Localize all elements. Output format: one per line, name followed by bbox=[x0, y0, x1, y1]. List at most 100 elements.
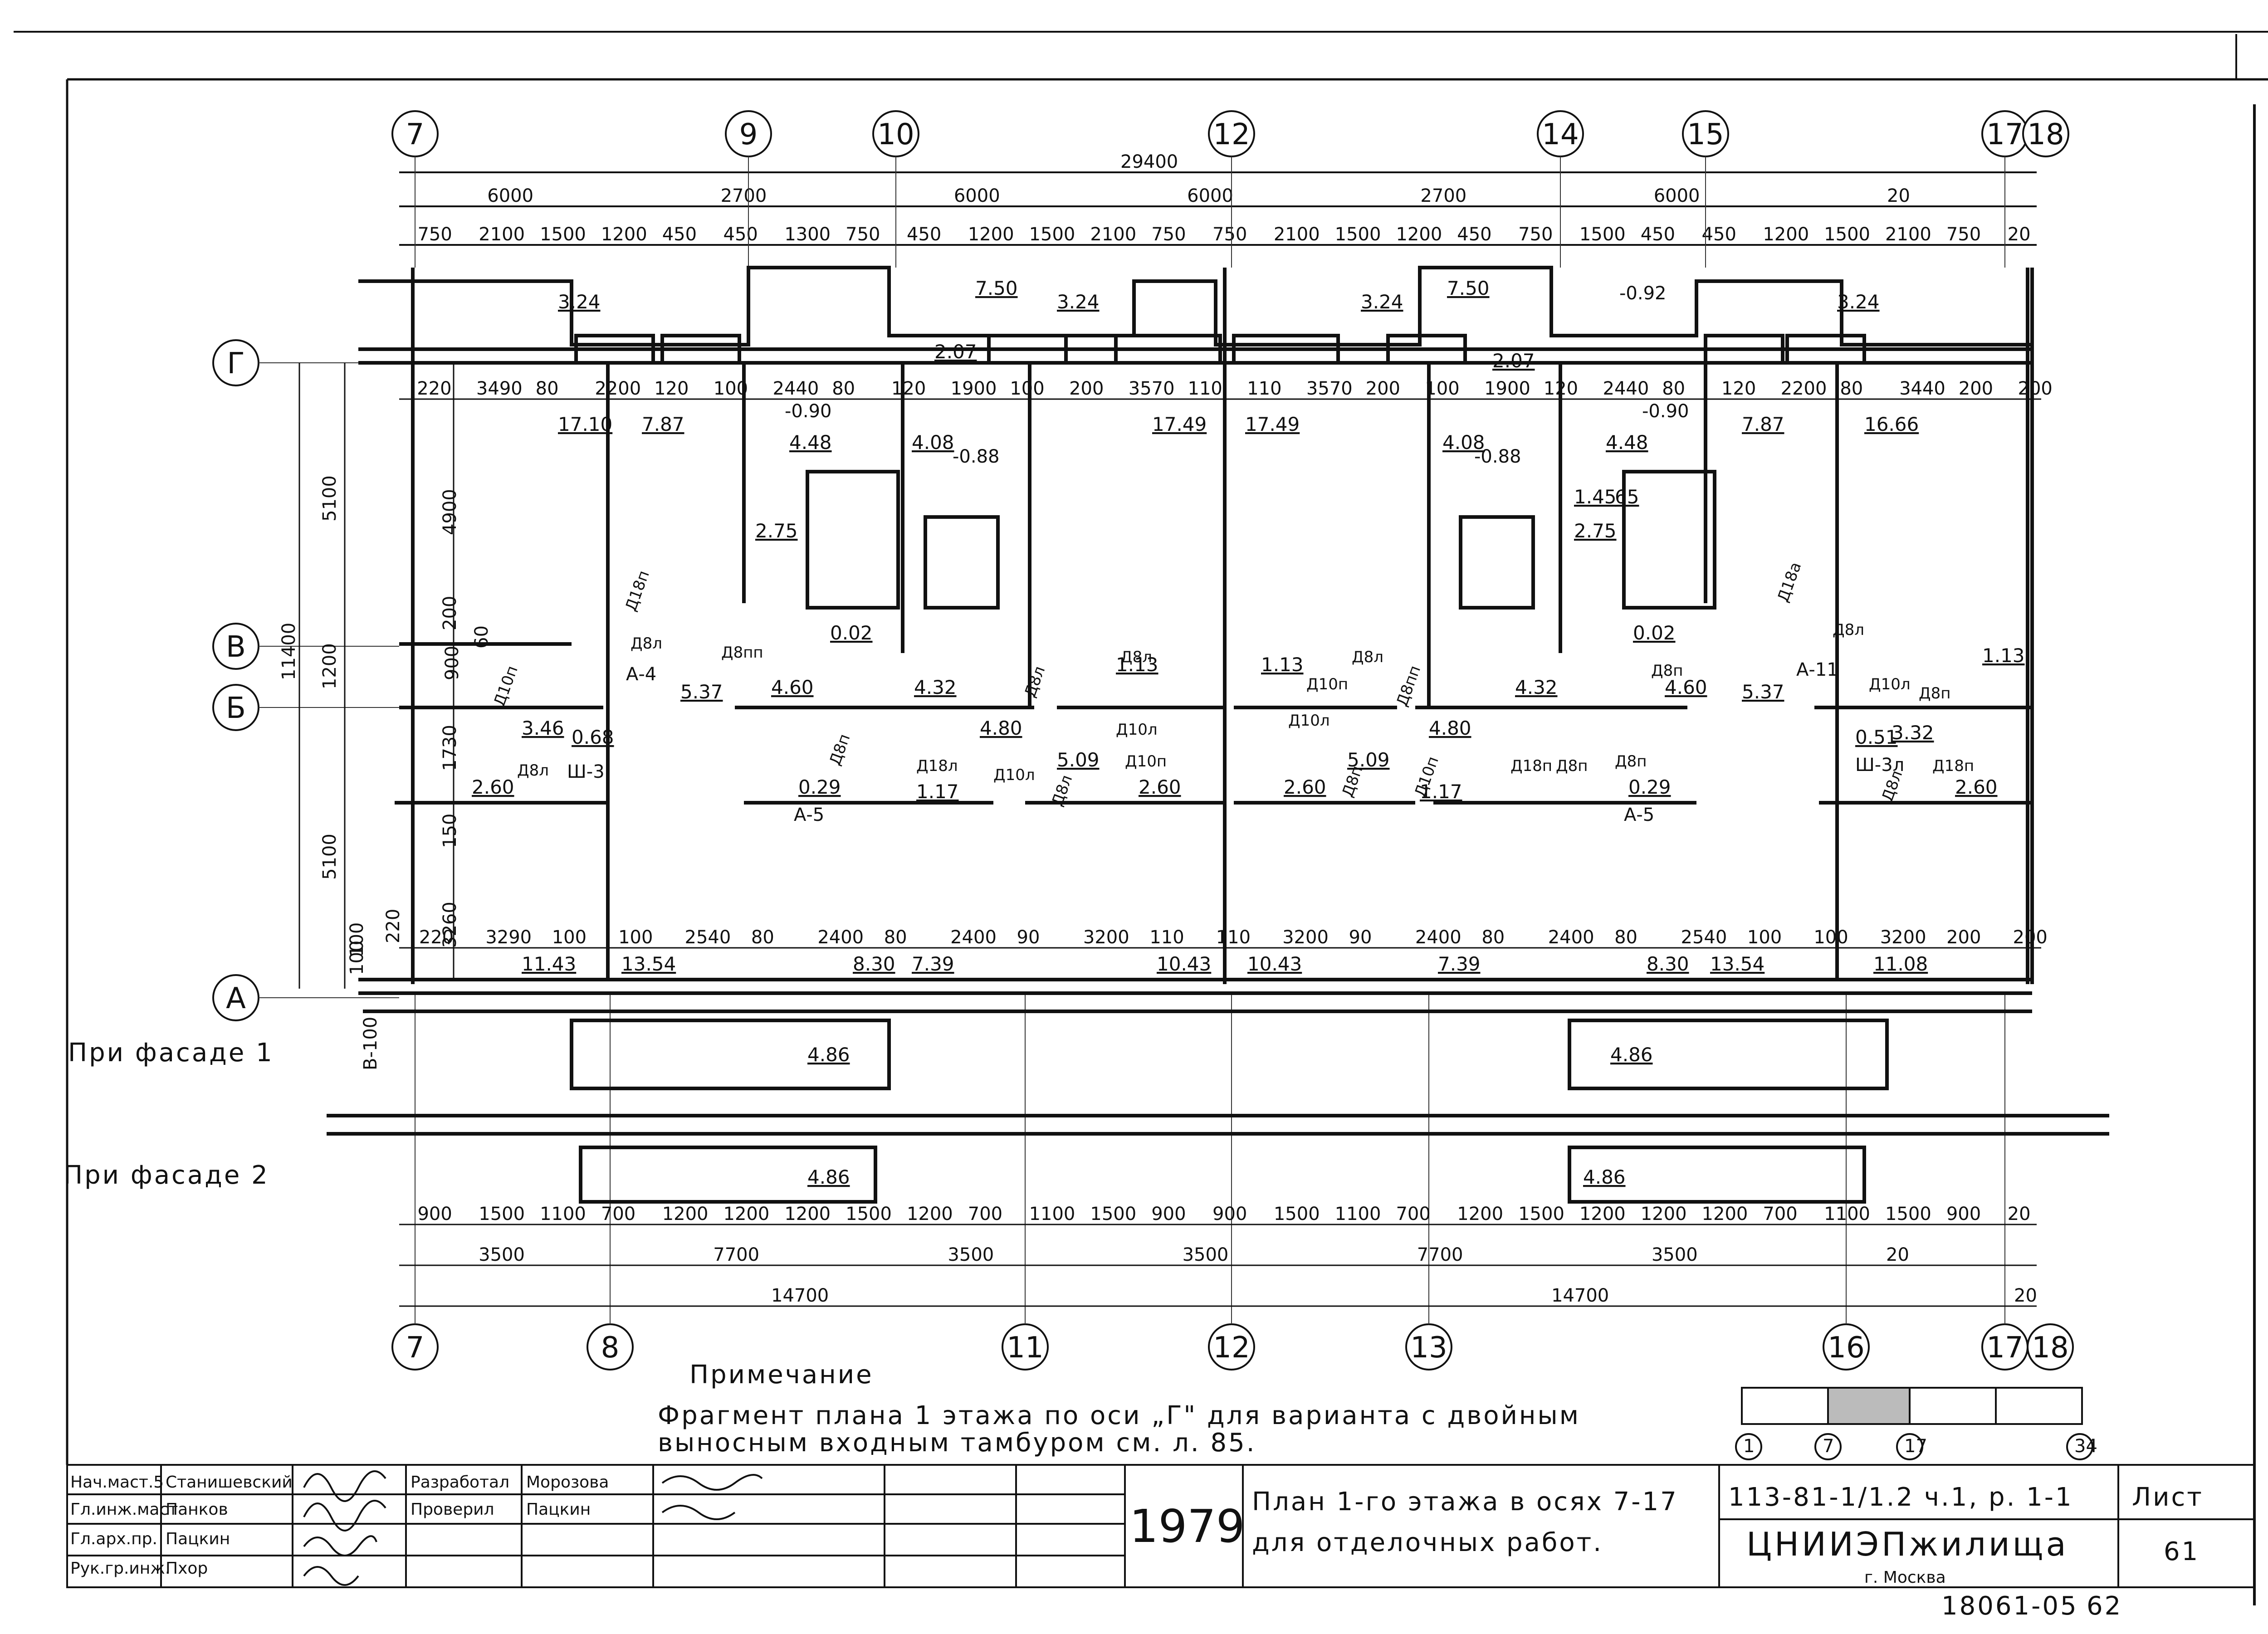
building-walls bbox=[327, 266, 2109, 1204]
door-mark: Д8п bbox=[1556, 757, 1588, 775]
wall-dim: 200 bbox=[1069, 378, 1104, 399]
room-area: 7.87 bbox=[642, 413, 684, 435]
room-area: 4.32 bbox=[914, 676, 957, 698]
mid-dim: 3500 bbox=[1183, 1244, 1229, 1265]
axis-label: 18 bbox=[2027, 118, 2064, 151]
minor-dim: 1200 bbox=[968, 224, 1014, 245]
wall-dim: 3200 bbox=[1282, 927, 1329, 948]
wall-dim: 3570 bbox=[1129, 378, 1175, 399]
room-area: 2.60 bbox=[1955, 776, 1998, 798]
room-area: 1.13 bbox=[1982, 644, 2025, 667]
wall-dim: 110 bbox=[1149, 927, 1184, 948]
door-mark: Д10л bbox=[1869, 675, 1911, 693]
wall-dim: 1900 bbox=[951, 378, 997, 399]
wall-dim: 80 bbox=[1662, 378, 1685, 399]
room-area: 3.24 bbox=[1837, 291, 1880, 313]
note-line-1: Фрагмент плана 1 этажа по оси „Г" для ва… bbox=[658, 1401, 1580, 1430]
minor-dim: 900 bbox=[1151, 1204, 1186, 1224]
room-area: 4.86 bbox=[1610, 1044, 1653, 1066]
door-mark: Д8л bbox=[1021, 664, 1049, 700]
wall-dim: 100 bbox=[618, 927, 653, 948]
door-mark: Д18п bbox=[1932, 757, 1974, 775]
door-mark: Д8л bbox=[1352, 648, 1383, 666]
room-area: 5.09 bbox=[1057, 749, 1100, 771]
room-area: 4.08 bbox=[1442, 431, 1485, 454]
wall-dim: 200 bbox=[1946, 927, 1981, 948]
stamp-title-line2: для отделочных работ. bbox=[1252, 1528, 1603, 1557]
vestibule-dim: В-100 bbox=[360, 1017, 381, 1070]
vertical-dim: 150 bbox=[440, 814, 460, 848]
wall-dim: 200 bbox=[1366, 378, 1400, 399]
wall-dim: 80 bbox=[1614, 927, 1637, 948]
stamp-name: Пацкин bbox=[166, 1530, 230, 1548]
wall-dim: 100 bbox=[1813, 927, 1848, 948]
room-area: 1.13 bbox=[1261, 654, 1304, 676]
title-block bbox=[66, 1464, 2255, 1588]
minor-dim: 450 bbox=[907, 224, 941, 245]
room-area: 17.10 bbox=[558, 413, 612, 435]
wall-dim: 110 bbox=[1188, 378, 1222, 399]
wall-dim: 1900 bbox=[1484, 378, 1530, 399]
wall-dim: 2200 bbox=[595, 378, 641, 399]
room-area: 13.54 bbox=[621, 953, 676, 975]
major-dim: 20 bbox=[1887, 185, 1910, 206]
wall-dim: 3200 bbox=[1880, 927, 1926, 948]
vertical-dim: 5100 bbox=[319, 475, 340, 522]
axis-bubble bbox=[2022, 110, 2069, 157]
vertical-dim: 1200 bbox=[319, 643, 340, 689]
minor-dim: 1500 bbox=[1824, 224, 1870, 245]
axis-label: 12 bbox=[1213, 1331, 1250, 1365]
minor-dim: 20 bbox=[2008, 224, 2031, 245]
vertical-dim: 100 bbox=[347, 941, 367, 975]
major-dim: 6000 bbox=[1654, 185, 1700, 206]
facade-label-2: При фасаде 2 bbox=[64, 1161, 269, 1190]
room-area: 0.29 bbox=[798, 776, 841, 798]
axis-label: 17 bbox=[1986, 118, 2023, 151]
axis-label: 14 bbox=[1542, 118, 1579, 151]
minor-dim: 1500 bbox=[1090, 1204, 1136, 1224]
stamp-name: Станишевский bbox=[166, 1473, 293, 1492]
major-dim: 14700 bbox=[1551, 1285, 1609, 1306]
mid-dim: 7700 bbox=[1417, 1244, 1463, 1265]
door-mark: Д18а bbox=[1774, 560, 1805, 605]
room-area: 3.32 bbox=[1892, 722, 1934, 744]
minor-dim: 700 bbox=[601, 1204, 635, 1224]
minor-dim: 1200 bbox=[1763, 224, 1809, 245]
room-area: 4.80 bbox=[1429, 717, 1471, 739]
wall-dim: 120 bbox=[654, 378, 689, 399]
minor-dim: 450 bbox=[662, 224, 697, 245]
room-area: 2.60 bbox=[1284, 776, 1326, 798]
room-area: 1.45 bbox=[1574, 486, 1617, 508]
room-area: 7.39 bbox=[912, 953, 954, 975]
room-area: 0.29 bbox=[1628, 776, 1671, 798]
key-bubble bbox=[1896, 1433, 1923, 1460]
door-mark: Д8л bbox=[1833, 621, 1864, 639]
wall-dim: 100 bbox=[1425, 378, 1459, 399]
vertical-dim: 900 bbox=[442, 646, 463, 680]
level-mark: -0.90 bbox=[1642, 401, 1689, 422]
minor-dim: 750 bbox=[1518, 224, 1553, 245]
room-area: 7.87 bbox=[1742, 413, 1784, 435]
door-mark: Д10л bbox=[1288, 712, 1330, 730]
minor-dim: 900 bbox=[1946, 1204, 1981, 1224]
room-area: 4.08 bbox=[912, 431, 954, 454]
room-area: 3.24 bbox=[1057, 291, 1100, 313]
overall-dimension: 29400 bbox=[1120, 151, 1178, 172]
major-dim: 2700 bbox=[1420, 185, 1466, 206]
wall-dim: 2440 bbox=[773, 378, 819, 399]
major-dim: 20 bbox=[2014, 1285, 2037, 1306]
signatures bbox=[303, 1470, 763, 1586]
minor-dim: 1100 bbox=[540, 1204, 586, 1224]
room-area: 7.50 bbox=[1447, 277, 1490, 299]
stamp-sheet-label: Лист bbox=[2132, 1483, 2204, 1512]
stamp-year: 1979 bbox=[1129, 1500, 1245, 1553]
level-mark: -0.88 bbox=[953, 446, 1000, 467]
wall-dim: 80 bbox=[1481, 927, 1505, 948]
minor-dim: 900 bbox=[417, 1204, 452, 1224]
wall-dim: 3200 bbox=[1083, 927, 1129, 948]
